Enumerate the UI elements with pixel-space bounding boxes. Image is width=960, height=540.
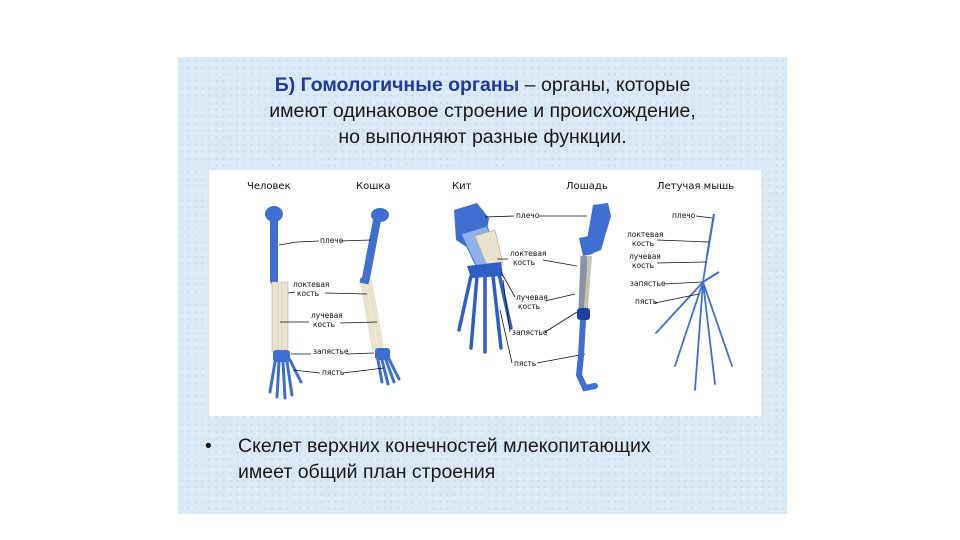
species-human: Человек bbox=[247, 181, 291, 192]
label-carpus-2: запястье bbox=[512, 328, 548, 337]
label-humerus-2: плечо bbox=[516, 211, 540, 220]
human-limb bbox=[265, 206, 301, 398]
title-line-1: Б) Гомологичные органы – органы, которые bbox=[178, 72, 787, 98]
label-metacarpus-3: пясть bbox=[635, 297, 657, 306]
title-line-3: но выполняют разные функции. bbox=[178, 124, 787, 150]
label-metacarpus-2: пясть bbox=[514, 359, 536, 368]
whale-limb bbox=[454, 203, 511, 352]
label-ulna-1a: локтевая bbox=[293, 280, 329, 289]
label-radius-2b: кость bbox=[518, 302, 540, 311]
species-horse: Лошадь bbox=[566, 181, 608, 192]
label-ulna-2a: локтевая bbox=[510, 249, 546, 258]
cat-limb bbox=[360, 208, 399, 384]
label-metacarpus-1: пясть bbox=[322, 368, 344, 377]
species-whale: Кит bbox=[452, 181, 472, 192]
title-highlight: Б) Гомологичные органы bbox=[275, 74, 520, 96]
label-radius-3b: кость bbox=[632, 261, 654, 270]
label-carpus-1: запястье bbox=[313, 347, 349, 356]
limbs-diagram: Человек Кошка Кит Лошадь Летучая мышь пл… bbox=[209, 170, 761, 416]
label-radius-2a: лучевая bbox=[516, 293, 548, 302]
label-ulna-2b: кость bbox=[513, 258, 535, 267]
homologous-limbs-figure: Человек Кошка Кит Лошадь Летучая мышь пл… bbox=[209, 170, 761, 416]
label-carpus-3: запястье bbox=[630, 279, 666, 288]
label-radius-1a: лучевая bbox=[311, 311, 343, 320]
horse-limb bbox=[577, 203, 611, 388]
slide-title: Б) Гомологичные органы – органы, которые… bbox=[178, 72, 787, 150]
label-radius-3a: лучевая bbox=[629, 252, 661, 261]
bullet-dot: • bbox=[205, 433, 212, 459]
label-ulna-3b: кость bbox=[632, 239, 654, 248]
species-bat: Летучая мышь bbox=[657, 181, 734, 192]
species-cat: Кошка bbox=[356, 181, 391, 192]
bullet-text-line-2: имеет общий план строения bbox=[238, 459, 778, 485]
label-radius-1b: кость bbox=[313, 320, 335, 329]
label-ulna-3a: локтевая bbox=[627, 230, 663, 239]
bullet-text: Скелет верхних конечностей млекопитающих… bbox=[238, 433, 778, 485]
bullet-text-line-1: Скелет верхних конечностей млекопитающих bbox=[238, 433, 778, 459]
label-humerus-3: плечо bbox=[672, 211, 696, 220]
label-humerus-1: плечо bbox=[320, 236, 344, 245]
title-line-2: имеют одинаковое строение и происхождени… bbox=[178, 98, 787, 124]
title-line-1-rest: – органы, которые bbox=[519, 74, 690, 96]
label-ulna-1b: кость bbox=[297, 289, 319, 298]
